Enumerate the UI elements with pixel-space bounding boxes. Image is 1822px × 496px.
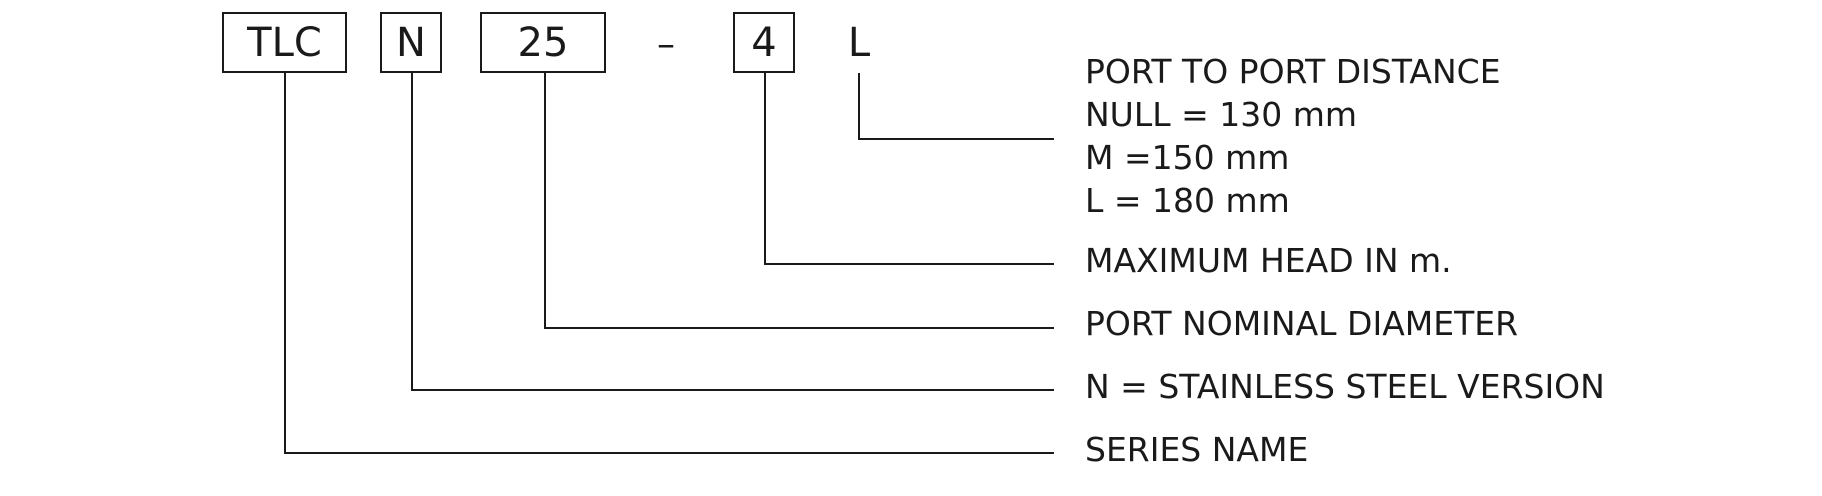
distance-title: PORT TO PORT DISTANCE — [1085, 52, 1501, 91]
version-leader-horizontal — [411, 389, 1054, 391]
head-leader-vertical — [764, 73, 766, 265]
version-leader-vertical — [411, 73, 413, 391]
distance-option: NULL = 130 mm — [1085, 95, 1358, 134]
series-leader-horizontal — [284, 452, 1054, 454]
distance-label-group: PORT TO PORT DISTANCE NULL = 130 mm M =1… — [1085, 50, 1501, 222]
bracket-corner — [828, 12, 840, 24]
bracket-corner — [828, 61, 840, 73]
head-leader-horizontal — [764, 263, 1054, 265]
version-code-box: N — [380, 12, 442, 73]
code-separator: – — [657, 24, 675, 65]
head-code-text: 4 — [751, 19, 777, 66]
bracket-corner — [878, 61, 890, 73]
diameter-label: PORT NOMINAL DIAMETER — [1085, 304, 1519, 343]
distance-option: L = 180 mm — [1085, 181, 1290, 220]
version-code-text: N — [396, 19, 426, 66]
head-code-box: 4 — [733, 12, 795, 73]
diameter-leader-horizontal — [544, 327, 1054, 329]
distance-code-box-optional: L — [828, 12, 890, 73]
series-code-box: TLC — [222, 12, 347, 73]
diameter-code-box: 25 — [480, 12, 606, 73]
bracket-corner — [878, 12, 890, 24]
version-label: N = STAINLESS STEEL VERSION — [1085, 367, 1605, 406]
distance-code-text: L — [847, 19, 871, 66]
diameter-code-text: 25 — [517, 19, 569, 66]
head-label: MAXIMUM HEAD IN m. — [1085, 241, 1452, 280]
series-leader-vertical — [284, 73, 286, 454]
distance-leader-horizontal — [858, 138, 1054, 140]
diameter-leader-vertical — [544, 73, 546, 329]
series-label: SERIES NAME — [1085, 430, 1309, 469]
distance-option: M =150 mm — [1085, 138, 1290, 177]
distance-leader-vertical — [858, 73, 860, 140]
series-code-text: TLC — [247, 19, 322, 66]
